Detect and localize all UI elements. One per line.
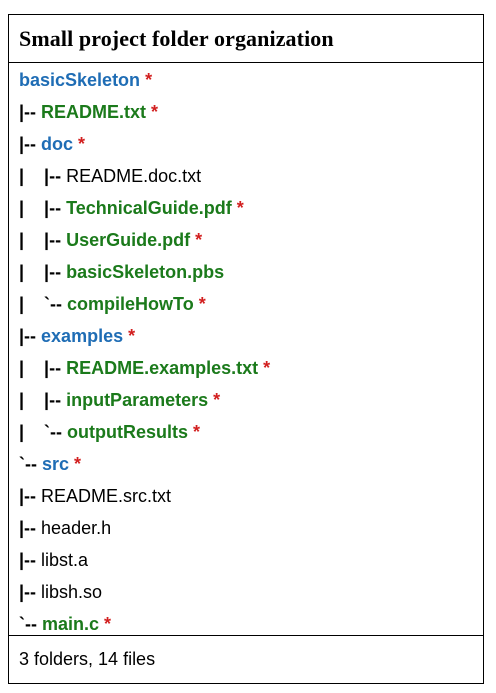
tree-branch-prefix: | |--	[19, 166, 67, 186]
tree-file-row: | |-- basicSkeleton.pbs	[19, 256, 483, 288]
required-marker: *	[193, 422, 201, 442]
folder-name: examples	[41, 326, 124, 346]
required-marker: *	[263, 358, 271, 378]
tree-file-row: | |-- TechnicalGuide.pdf*	[19, 192, 483, 224]
folder-name: src	[41, 454, 70, 474]
panel-title: Small project folder organization	[19, 25, 334, 51]
required-marker: *	[213, 390, 221, 410]
tree-branch-prefix: |--	[19, 326, 42, 346]
file-name: header.h	[41, 518, 112, 538]
tree-branch-prefix: |--	[19, 486, 42, 506]
tree-branch-prefix: | |--	[19, 358, 67, 378]
folder-name: basicSkeleton	[19, 70, 141, 90]
tree-folder-row: basicSkeleton*	[19, 64, 483, 96]
tree-branch-prefix: |--	[19, 582, 42, 602]
file-name: basicSkeleton.pbs	[66, 262, 225, 282]
file-name: README.src.txt	[41, 486, 172, 506]
file-name: libsh.so	[41, 582, 103, 602]
tree-file-row: |-- libsh.so	[19, 576, 483, 608]
folder-tree: basicSkeleton*|-- README.txt*|-- doc*| |…	[19, 64, 483, 640]
tree-folder-row: |-- examples*	[19, 320, 483, 352]
required-marker: *	[145, 70, 153, 90]
tree-branch-prefix: | `--	[19, 422, 68, 442]
tree-folder-row: |-- doc*	[19, 128, 483, 160]
tree-file-row: |-- header.h	[19, 512, 483, 544]
tree-branch-prefix: |--	[19, 102, 42, 122]
tree-branch-prefix: |--	[19, 550, 42, 570]
tree-file-row: | `-- outputResults*	[19, 416, 483, 448]
required-marker: *	[128, 326, 136, 346]
tree-branch-prefix: | |--	[19, 390, 67, 410]
tree-file-row: | |-- UserGuide.pdf*	[19, 224, 483, 256]
tree-branch-prefix: |--	[19, 134, 42, 154]
panel-header: Small project folder organization	[9, 15, 483, 63]
tree-branch-prefix: | `--	[19, 294, 68, 314]
tree-file-row: | `-- compileHowTo*	[19, 288, 483, 320]
file-name: outputResults	[67, 422, 189, 442]
tree-branch-prefix: | |--	[19, 262, 67, 282]
file-name: libst.a	[41, 550, 89, 570]
required-marker: *	[78, 134, 86, 154]
file-name: inputParameters	[66, 390, 209, 410]
tree-branch-prefix: `--	[19, 614, 42, 634]
file-name: main.c	[41, 614, 100, 634]
tree-file-row: |-- README.txt*	[19, 96, 483, 128]
tree-file-row: |-- README.src.txt	[19, 480, 483, 512]
tree-branch-prefix: |--	[19, 518, 42, 538]
tree-file-row: `-- main.c*	[19, 608, 483, 640]
folder-tree-panel: Small project folder organization basicS…	[8, 14, 484, 684]
file-name: TechnicalGuide.pdf	[66, 198, 232, 218]
tree-file-row: | |-- README.examples.txt*	[19, 352, 483, 384]
file-name: compileHowTo	[67, 294, 194, 314]
tree-file-row: | |-- inputParameters*	[19, 384, 483, 416]
tree-file-row: |-- libst.a	[19, 544, 483, 576]
file-name: README.doc.txt	[66, 166, 202, 186]
panel-footer: 3 folders, 14 files	[9, 635, 483, 683]
required-marker: *	[198, 294, 206, 314]
tree-branch-prefix: | |--	[19, 230, 67, 250]
tree-folder-row: `-- src*	[19, 448, 483, 480]
tree-branch-prefix: `--	[19, 454, 42, 474]
required-marker: *	[104, 614, 112, 634]
tree-summary: 3 folders, 14 files	[19, 649, 156, 669]
file-name: README.examples.txt	[66, 358, 259, 378]
file-name: README.txt	[41, 102, 147, 122]
required-marker: *	[74, 454, 82, 474]
file-name: UserGuide.pdf	[66, 230, 191, 250]
required-marker: *	[236, 198, 244, 218]
tree-branch-prefix: | |--	[19, 198, 67, 218]
folder-name: doc	[41, 134, 74, 154]
tree-file-row: | |-- README.doc.txt	[19, 160, 483, 192]
required-marker: *	[195, 230, 203, 250]
required-marker: *	[151, 102, 159, 122]
